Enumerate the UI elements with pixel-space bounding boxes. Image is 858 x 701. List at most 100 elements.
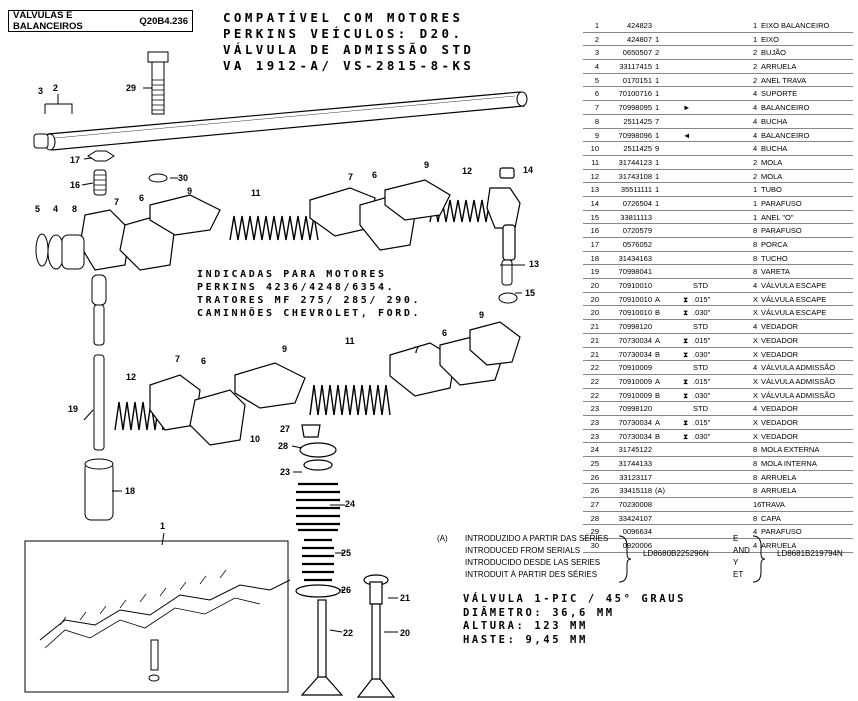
compat-line: PERKINS VEÍCULOS: D20.	[223, 26, 464, 41]
label-1: 1	[160, 521, 166, 531]
part-description: MOLA	[761, 157, 783, 167]
connector: ET	[733, 570, 744, 579]
part-description: VEDADOR	[761, 349, 799, 359]
part-description: VÁLVULA ESCAPE	[761, 281, 827, 291]
label-26: 26	[341, 585, 352, 595]
part-quantity: 4	[753, 130, 758, 140]
part-quantity: 4	[753, 363, 758, 373]
part-item-number: 23	[590, 417, 599, 427]
part-number: 33415118	[619, 486, 652, 496]
part-number: 31745122	[618, 445, 652, 455]
parts-row: 27 70230008 16 TRAVA	[583, 498, 853, 512]
parts-row: 26 33123117 8 ARRUELA	[583, 471, 853, 485]
part-quantity: 2	[753, 48, 758, 58]
label-7d: 7	[414, 345, 420, 355]
part-quantity: 4	[753, 89, 758, 99]
label-23: 23	[280, 467, 291, 477]
parts-row: 26 33415118 (A) 8 ARRUELA	[583, 484, 853, 499]
part-item-number: 13	[590, 185, 599, 195]
label-30: 30	[178, 173, 189, 183]
part-description: MOLA INTERNA	[761, 459, 817, 468]
part-description: VÁLVULA ESCAPE	[761, 308, 827, 318]
part-count: 1	[655, 34, 660, 44]
part-number: 70910010	[618, 308, 652, 318]
parts-row: 5 0170151 1 2 ANEL TRAVA	[583, 74, 853, 88]
part-number: 70730034	[618, 431, 652, 441]
part-quantity: 1	[753, 212, 758, 222]
parts-row: 21 70998120 STD 4 VEDADOR	[583, 320, 853, 334]
part-quantity: X	[753, 376, 759, 386]
part-number: 70998095	[618, 103, 652, 113]
label-20: 20	[400, 628, 411, 638]
part-count: 1	[655, 89, 660, 99]
part-size: .015"	[693, 335, 711, 345]
part-marker: ⧗	[683, 349, 689, 359]
application-line: PERKINS 4236/4248/6354.	[197, 282, 396, 293]
part-quantity: 4	[753, 404, 758, 414]
lower-rockers	[149, 321, 521, 446]
part-quantity: X	[753, 417, 759, 427]
label-27: 27	[280, 424, 291, 434]
label-25: 25	[341, 548, 352, 558]
intro-connectors: E AND Y ET	[733, 534, 750, 582]
label-8: 8	[72, 204, 78, 214]
part-item-number: 19	[590, 267, 599, 277]
label-17: 17	[70, 155, 81, 165]
part-item-number: 15	[590, 212, 599, 222]
part-item-number: 21	[590, 335, 599, 345]
part-quantity: X	[753, 308, 759, 318]
part-size: .015"	[693, 376, 711, 386]
part-number: 33424107	[618, 513, 652, 523]
intro-brace-b	[752, 535, 766, 583]
parts-row: 21 70730034 B ⧗ .030" X VEDADOR	[583, 348, 853, 362]
part-number: 0096634	[622, 527, 652, 537]
label-7b: 7	[348, 172, 354, 182]
part-number: 70100716	[618, 89, 652, 99]
part-number: 70730034	[618, 335, 652, 345]
part-quantity: 8	[753, 445, 758, 455]
part-number: 70998096	[618, 130, 652, 140]
parts-row: 28 33424107 8 CAPA	[583, 512, 853, 526]
part-item-number: 23	[590, 404, 599, 414]
part-number: 424823	[626, 21, 652, 30]
part-item-number: 2	[594, 34, 599, 44]
part-count: 1	[655, 75, 660, 85]
part-description: ARRUELA	[761, 541, 797, 551]
label-4: 4	[53, 204, 59, 214]
part-quantity: 8	[753, 459, 758, 468]
tappet-18	[84, 458, 114, 521]
intro-line: INTRODUZIDO A PARTIR DAS SÉRIES	[465, 534, 609, 543]
part-description: ANEL "O"	[761, 212, 794, 222]
label-15: 15	[525, 288, 536, 298]
label-6c: 6	[201, 356, 207, 366]
part-item-number: 27	[590, 500, 599, 510]
parts-row: 6 70100716 1 4 SUPORTE	[583, 87, 853, 102]
part-quantity: 8	[753, 253, 758, 263]
part-marker: ⧗	[683, 417, 689, 427]
part-count: 1	[655, 171, 660, 181]
lower-spring-12	[114, 401, 164, 431]
part-number: 70910009	[618, 363, 652, 373]
upper-rockers	[79, 167, 521, 271]
part-number: 70910009	[618, 390, 652, 400]
part-item-number: 1	[594, 21, 599, 30]
label-6b: 6	[372, 170, 378, 180]
intro-lines: INTRODUZIDO A PARTIR DAS SÉRIES INTRODUC…	[465, 534, 645, 582]
adjuster-screw-16-17	[87, 150, 115, 196]
parts-row: 14 0726504 1 1 PARAFUSO	[583, 197, 853, 211]
part-description: BALANCEIRO	[761, 130, 810, 140]
part-item-number: 14	[590, 198, 599, 208]
application-line: TRATORES MF 275/ 285/ 290.	[197, 295, 422, 306]
part-item-number: 7	[594, 103, 599, 113]
part-item-number: 9	[594, 130, 599, 140]
parts-row: 15 33811113 1 ANEL "O"	[583, 211, 853, 225]
label-9: 9	[187, 186, 193, 196]
part-description: TUBO	[761, 185, 782, 195]
application-line: CAMINHÕES CHEVROLET, FORD.	[197, 308, 422, 319]
part-item-number: 8	[594, 116, 599, 126]
part-quantity: 4	[753, 103, 758, 113]
part-number: 31744123	[618, 157, 652, 167]
parts-row: 16 0720579 8 PARAFUSO	[583, 224, 853, 238]
valve-specs: VÁLVULA 1-PIC / 45° GRAUS DIÂMETRO: 36,6…	[463, 593, 686, 647]
part-description: VÁLVULA ADMISSÃO	[761, 376, 836, 386]
